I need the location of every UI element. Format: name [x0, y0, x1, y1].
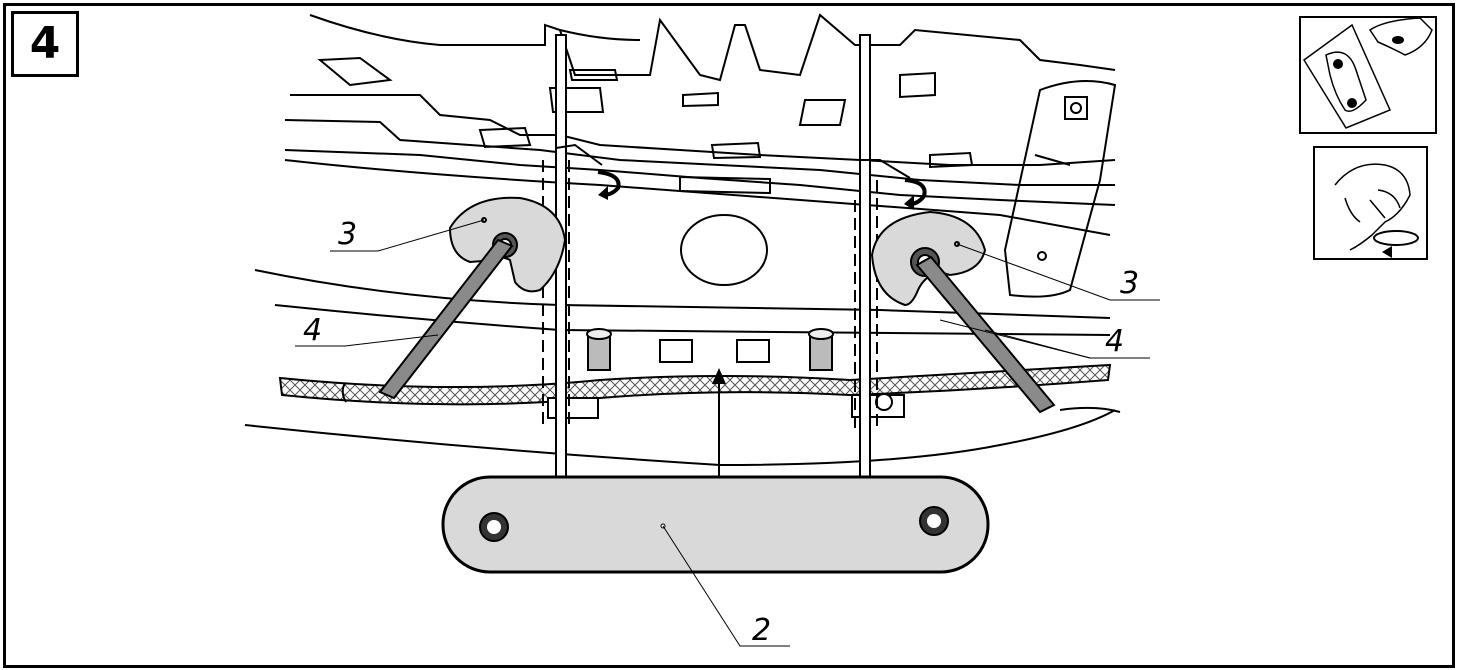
callout-washer-right: 3 — [1120, 266, 1139, 301]
left-threaded-rod — [378, 238, 514, 400]
callout-rod-right: 4 — [1105, 324, 1124, 359]
rotate-arrow-right — [904, 178, 927, 206]
right-threaded-rod — [915, 255, 1056, 414]
bumper-mounts — [547, 328, 905, 419]
callout-washer-left: 3 — [338, 217, 357, 252]
vehicle-underbody — [244, 13, 1121, 467]
step-number: 4 — [11, 11, 79, 77]
hand-tighten-rotate-icon — [1313, 146, 1428, 260]
mounting-strap — [441, 475, 990, 574]
oval-access-hole — [680, 214, 768, 286]
diagram-frame — [3, 3, 1455, 668]
rotate-arrow-left — [597, 170, 621, 197]
leader-lines — [295, 219, 1160, 647]
callout-strap: 2 — [752, 613, 771, 648]
callout-rod-left: 4 — [303, 313, 322, 348]
car-underside-view-icon — [1299, 16, 1437, 134]
